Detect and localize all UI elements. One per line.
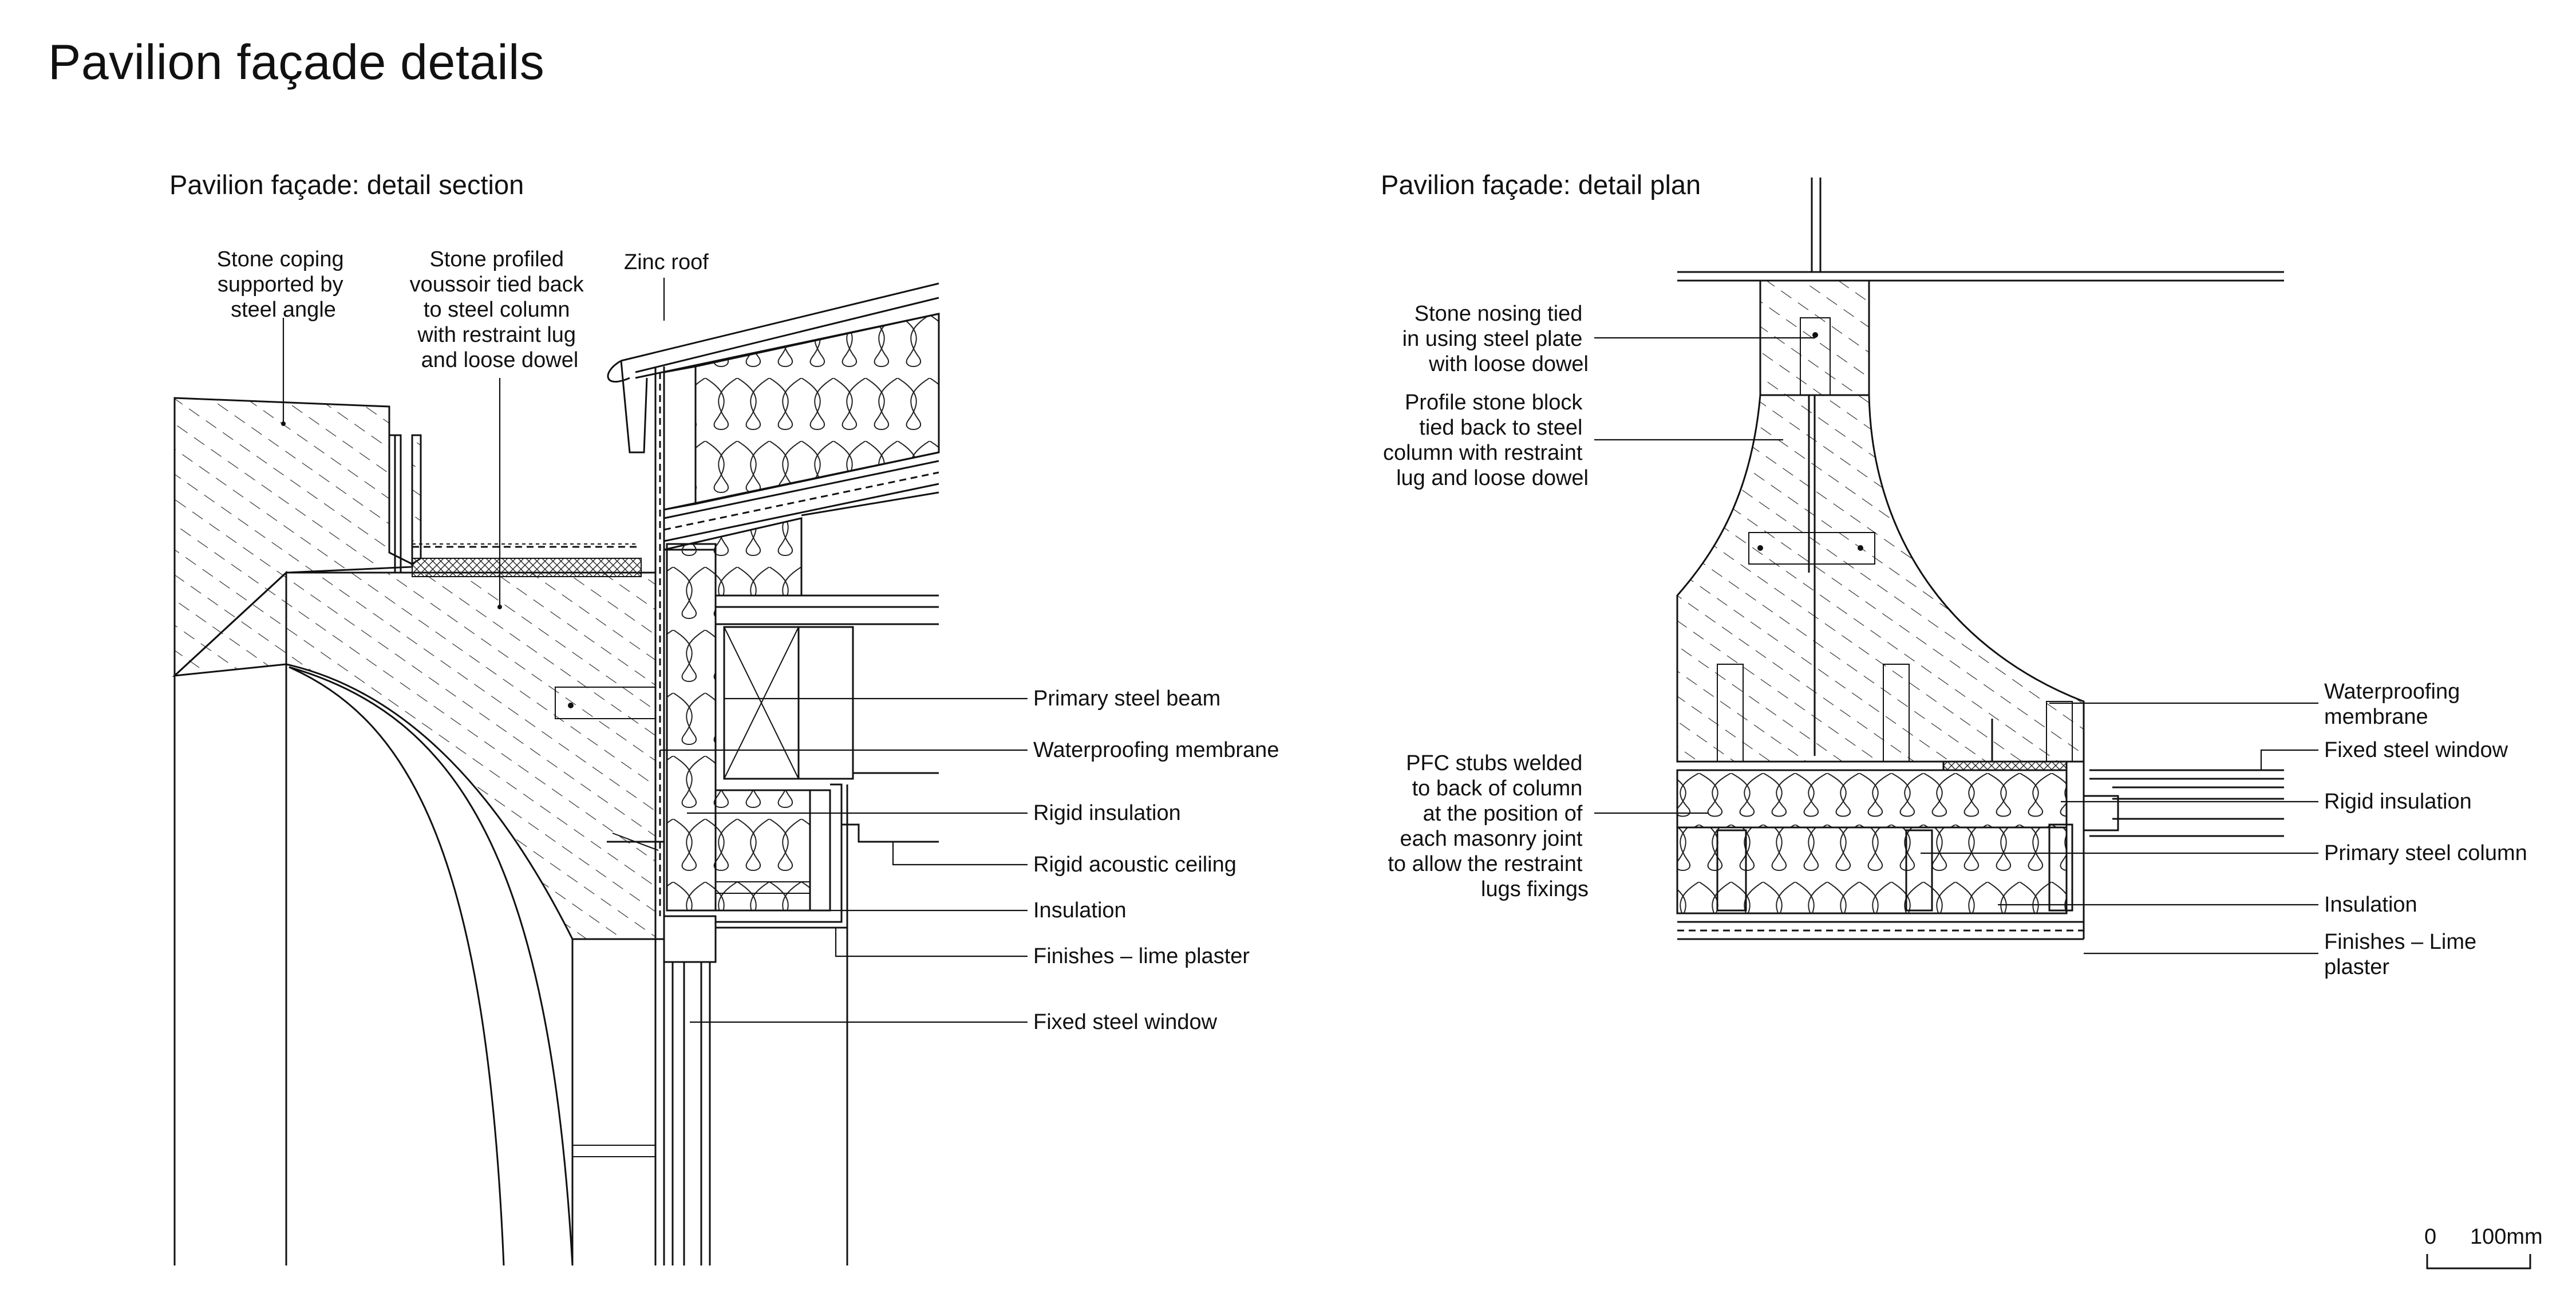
label-waterproofing-membrane: Waterproofing membrane: [1033, 738, 1279, 762]
plan-rigid-insulation: [1676, 769, 2068, 829]
zinc-roof: [621, 282, 939, 362]
plan-labels: Stone nosing tied in using steel plate w…: [1383, 302, 2527, 979]
label-rigid-acoustic-ceiling: Rigid acoustic ceiling: [1033, 853, 1236, 877]
scale-bar: 0 100mm: [2424, 1225, 2543, 1269]
label-profile-stone-block: Profile stone block tied back to steel c…: [1383, 391, 1589, 490]
section-title: Pavilion façade: detail section: [169, 169, 524, 200]
label-fixed-steel-window: Fixed steel window: [1033, 1010, 1218, 1034]
label-stone-nosing: Stone nosing tied in using steel plate w…: [1402, 302, 1589, 376]
label-stone-voussoir: Stone profiled voussoir tied back to ste…: [410, 247, 590, 372]
label-rigid-insulation: Rigid insulation: [1033, 801, 1181, 825]
section-labels: Stone coping supported by steel angle St…: [217, 247, 1279, 1034]
label-plan-primary-steel-column: Primary steel column: [2324, 841, 2527, 865]
page-title: Pavilion façade details: [48, 35, 545, 90]
label-plan-insulation: Insulation: [2324, 893, 2417, 917]
scale-bar-start-label: 0: [2424, 1225, 2436, 1249]
scale-bar-end-label: 100mm: [2470, 1225, 2543, 1249]
label-insulation: Insulation: [1033, 898, 1127, 922]
plan-title: Pavilion façade: detail plan: [1381, 169, 1701, 200]
section-drawing: [172, 282, 940, 1266]
label-primary-steel-beam: Primary steel beam: [1033, 687, 1220, 711]
label-plan-waterproofing: Waterproofing membrane: [2324, 680, 2466, 729]
label-zinc-roof: Zinc roof: [624, 250, 709, 274]
label-pfc-stubs: PFC stubs welded to back of column at th…: [1388, 751, 1589, 901]
arch-curve: [289, 666, 574, 1266]
label-plan-rigid-insulation: Rigid insulation: [2324, 790, 2472, 814]
window-frame-head: [663, 915, 717, 963]
label-plan-fixed-steel-window: Fixed steel window: [2324, 738, 2508, 762]
roof-insulation: [694, 313, 940, 505]
stone-voussoir: [285, 571, 657, 940]
gutter-membrane: [412, 558, 642, 577]
label-finishes: Finishes – lime plaster: [1033, 944, 1250, 968]
label-stone-coping: Stone coping supported by steel angle: [217, 247, 350, 322]
label-plan-finishes: Finishes – Lime plaster: [2324, 930, 2483, 979]
plan-insulation: [1676, 826, 2068, 914]
plan-profile-stone: [1676, 394, 2085, 763]
lower-insulation: [714, 789, 811, 912]
plan-drawing: [1676, 178, 2284, 940]
